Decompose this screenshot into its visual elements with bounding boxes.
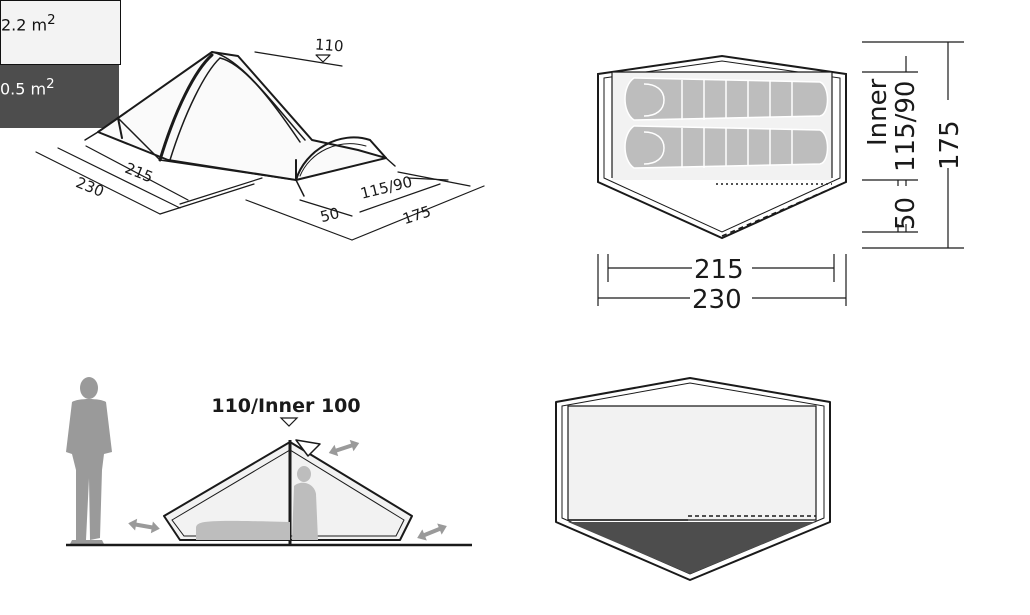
ventilation-arrows [128, 439, 447, 541]
perspective-height-label: 110 [314, 35, 344, 55]
vestibule-area-unit-sup: 2 [46, 77, 55, 92]
top-view [597, 41, 964, 306]
top-inner-label: Inner [863, 78, 893, 146]
perspective-inner-width-label: 115/90 [359, 173, 415, 203]
person-silhouette [66, 377, 112, 544]
perspective-vestibule-label: 50 [318, 204, 341, 226]
top-vestibule-label: 50 [891, 197, 921, 230]
inner-area-label: 2.2 m2 [0, 0, 121, 65]
top-inner-width-label: 115/90 [891, 81, 921, 172]
top-outer-length-label: 230 [692, 285, 742, 315]
area-view [555, 377, 831, 581]
inner-area-value: 2.2 m [1, 15, 48, 35]
perspective-outer-length-label: 230 [73, 173, 106, 200]
top-outer-width-label: 175 [935, 120, 965, 170]
side-height-label: 110/Inner 100 [211, 395, 360, 417]
area-inner-zone [567, 405, 817, 521]
sleeping-person [196, 466, 318, 540]
perspective-outer-width-label: 175 [400, 202, 433, 228]
perspective-view [35, 51, 485, 241]
area-vestibule-zone [568, 522, 816, 574]
side-view [66, 377, 472, 547]
sleeping-bag-2 [624, 125, 829, 169]
vestibule-area-value: 0.5 m [0, 79, 47, 99]
top-inner-length-label: 215 [694, 255, 744, 285]
vestibule-area-label: 0.5 m2 [0, 65, 119, 128]
sleeping-bag-1 [624, 77, 829, 121]
inner-area-unit-sup: 2 [47, 13, 56, 28]
tent-pole [158, 53, 214, 162]
